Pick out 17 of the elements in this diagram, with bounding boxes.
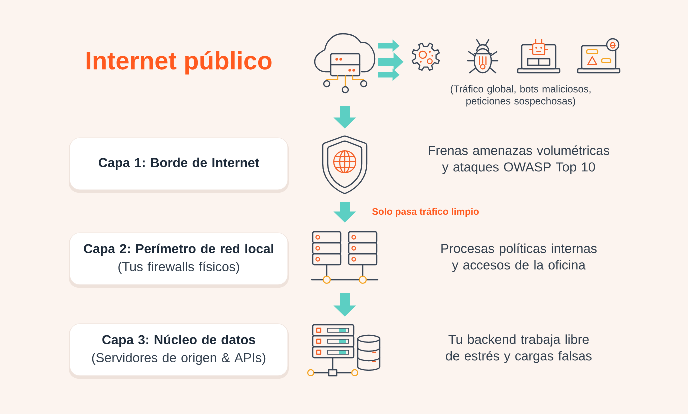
edge-label: Solo pasa tráfico limpio [371, 207, 480, 218]
warning-laptop-icon [577, 38, 621, 74]
database-server-icon [307, 324, 381, 377]
layer-box: Capa 1: Borde de Internet [69, 138, 289, 193]
layer-box: Capa 3: Núcleo de datos (Servidores de origen & APIs) [69, 324, 289, 379]
bug-icon [467, 39, 499, 74]
virus-gear-icon [412, 42, 440, 72]
heading: Internet público [86, 51, 272, 75]
description-text: Tu backend trabaja libre de estrés y cargas falsas [446, 334, 592, 364]
cloud-server-icon [314, 33, 376, 94]
shield-globe-icon [322, 136, 368, 194]
description-text: Procesas políticas internas y accesos de la oficina [442, 244, 597, 272]
description-text: Frenas amenazas volumétricas y ataques OWASP Top 10 [429, 146, 610, 174]
server-rack-icon [311, 231, 379, 284]
robot-laptop-icon [517, 38, 561, 74]
layer-box: Capa 2: Perímetro de red local (Tus firewalls físicos) [69, 232, 289, 288]
caption-text: (Tráfico global, bots maliciosos, peticiones sospechosas) [450, 85, 591, 107]
